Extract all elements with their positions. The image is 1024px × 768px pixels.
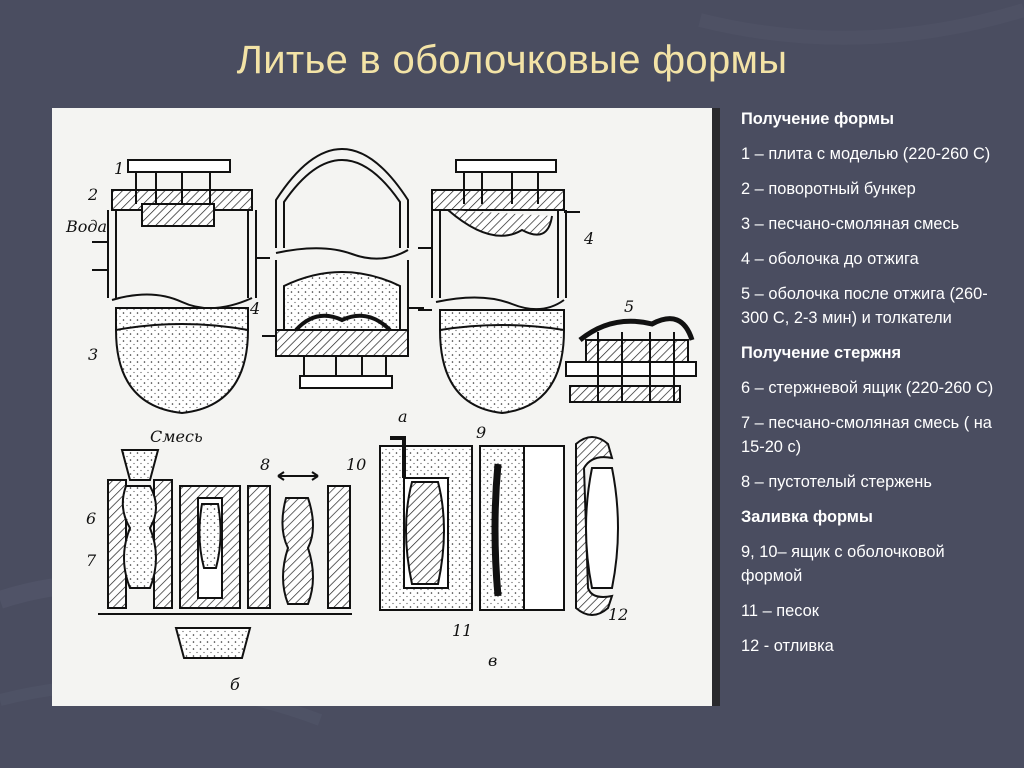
- bunker-left: [92, 159, 270, 415]
- legend-item-11: 9, 10– ящик с оболочковой формой: [741, 543, 945, 585]
- bunker-middle: [262, 148, 424, 389]
- legend-item-1: 1 – плита с моделью (220-260 С): [741, 145, 991, 163]
- legend-item-4: 4 – оболочка до отжига: [741, 250, 919, 268]
- label-6: 6: [86, 509, 96, 528]
- legend-item-0: Получение формы: [741, 110, 895, 128]
- label-4-left: 4: [249, 299, 260, 318]
- casting-diagram: 1 2 Вода 3 4 4 5 а Смесь 6 7 8 9 10 11 1…: [52, 108, 716, 706]
- bunker-right: [418, 159, 580, 415]
- legend-item-12: 11 – песок: [741, 602, 819, 620]
- legend-item-10: Заливка формы: [741, 508, 873, 526]
- label-b: б: [230, 675, 240, 694]
- label-7: 7: [86, 551, 97, 570]
- label-4-right: 4: [583, 229, 594, 248]
- figure-edge-shadow: [712, 108, 720, 706]
- label-2: 2: [87, 185, 98, 204]
- label-3: 3: [88, 345, 98, 364]
- label-11: 11: [452, 621, 472, 640]
- legend: Получение формы 1 – плита с моделью (220…: [741, 107, 1003, 669]
- shell-after-annealing: [565, 316, 697, 403]
- legend-item-2: 2 – поворотный бункер: [741, 180, 916, 198]
- legend-item-5: 5 – оболочка после отжига (260-300 С, 2-…: [741, 285, 988, 327]
- slide-title: Литье в оболочковые формы: [236, 38, 788, 82]
- legend-item-7: 6 – стержневой ящик (220-260 С): [741, 379, 994, 397]
- legend-item-8: 7 – песчано-смоляная смесь ( на 15-20 с): [741, 414, 992, 456]
- pouring-box: [379, 436, 619, 616]
- label-1: 1: [114, 159, 124, 178]
- label-10: 10: [346, 455, 366, 474]
- legend-item-3: 3 – песчано-смоляная смесь: [741, 215, 960, 233]
- label-voda: Вода: [65, 217, 107, 236]
- label-5: 5: [624, 297, 634, 316]
- core-box: [98, 449, 352, 659]
- label-12: 12: [608, 605, 628, 624]
- legend-item-13: 12 - отливка: [741, 637, 834, 655]
- label-9: 9: [476, 423, 486, 442]
- legend-item-6: Получение стержня: [741, 344, 902, 362]
- label-v: в: [488, 651, 497, 670]
- label-a: а: [398, 407, 408, 426]
- legend-item-9: 8 – пустотелый стержень: [741, 473, 932, 491]
- label-8: 8: [260, 455, 270, 474]
- label-smes: Смесь: [150, 427, 203, 446]
